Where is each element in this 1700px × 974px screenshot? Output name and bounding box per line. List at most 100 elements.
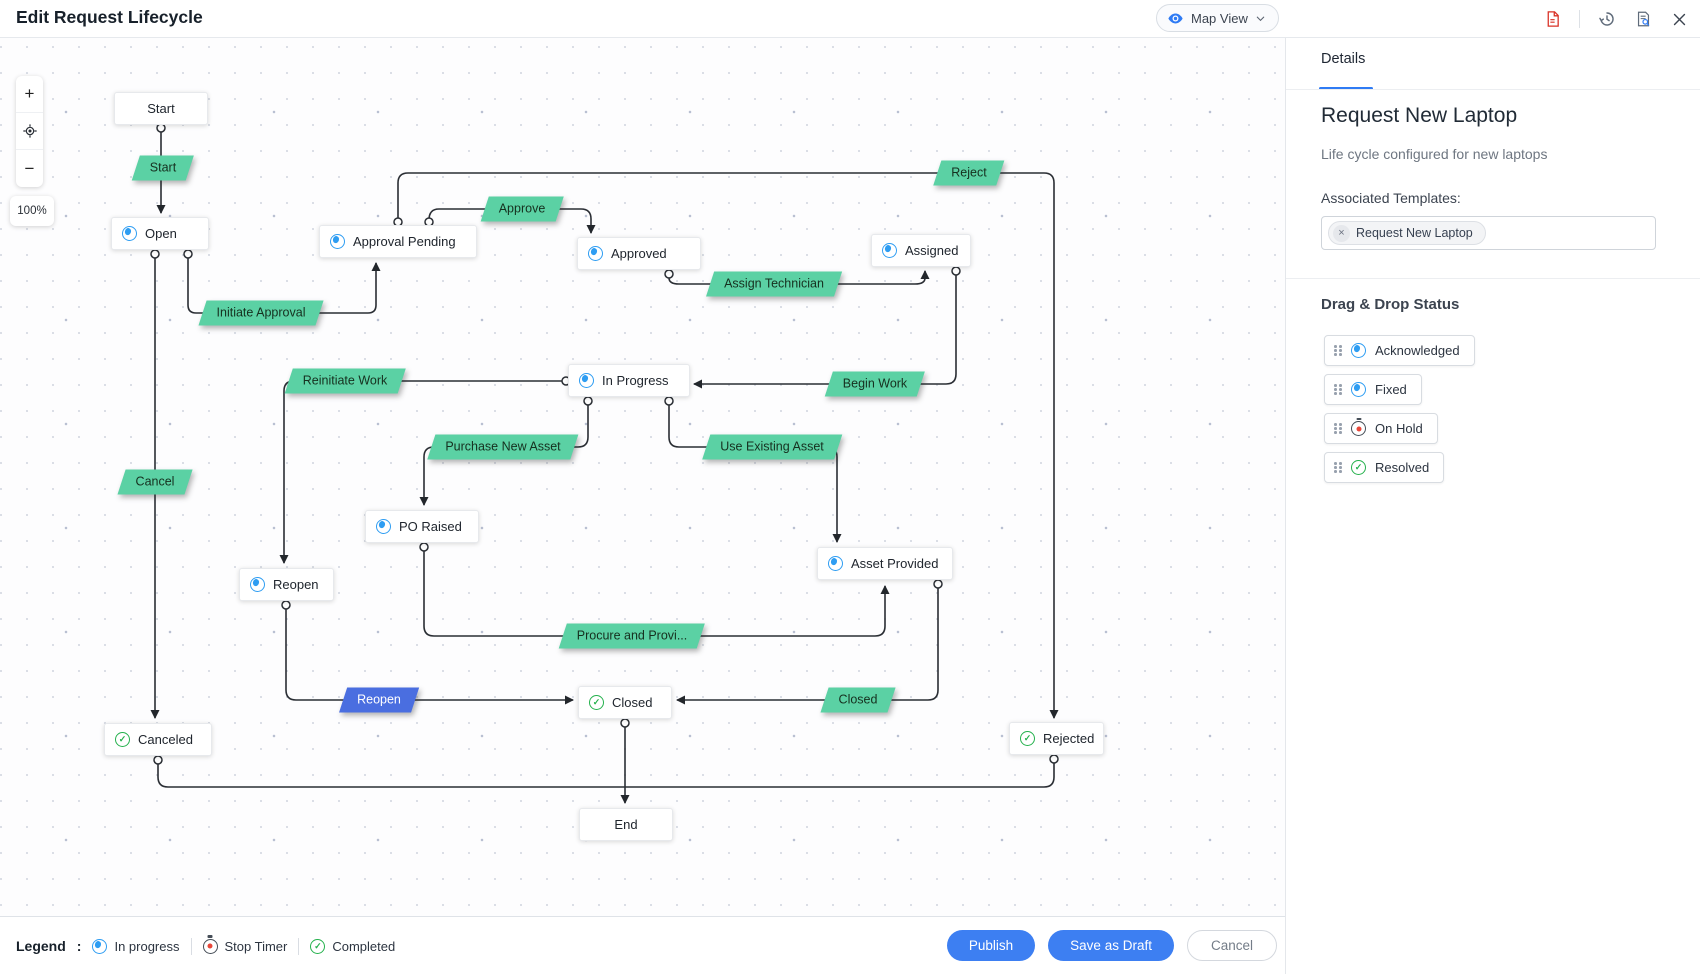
eye-icon [1167,10,1184,27]
node-start[interactable]: Start [114,92,208,125]
node-end[interactable]: End [579,808,673,841]
zoom-level-badge: 100% [10,196,54,226]
legend-separator [190,937,192,955]
legend-separator [298,937,300,955]
node-asset-provided[interactable]: Asset Provided [817,547,953,580]
in-progress-icon [588,246,603,261]
drag-handle-icon[interactable] [1334,345,1342,356]
completed-icon [115,732,130,747]
drag-handle-icon[interactable] [1334,423,1342,434]
completed-icon [1020,731,1035,746]
node-rejected[interactable]: Rejected [1009,722,1104,755]
legend-item-completed: Completed [310,938,395,954]
history-icon[interactable] [1598,10,1616,28]
in-progress-icon [122,226,137,241]
drag-drop-status-list: Acknowledged Fixed On Hold Resolved [1324,335,1475,483]
status-item-acknowledged[interactable]: Acknowledged [1324,335,1475,366]
tab-details[interactable]: Details [1321,51,1366,67]
node-approval-pending[interactable]: Approval Pending [319,225,477,258]
drag-handle-icon[interactable] [1334,384,1342,395]
node-po-raised[interactable]: PO Raised [365,510,479,543]
status-item-label: Resolved [1375,460,1430,475]
in-progress-icon [579,373,594,388]
drag-handle-icon[interactable] [1334,462,1342,473]
in-progress-icon [882,243,897,258]
close-icon[interactable] [1670,10,1688,28]
status-item-label: Acknowledged [1375,343,1460,358]
transition-start[interactable]: Start [131,155,195,181]
status-item-label: On Hold [1375,421,1423,436]
lifecycle-title: Request New Laptop [1321,104,1518,127]
flow-edges [150,123,1059,804]
node-closed[interactable]: Closed [578,686,672,719]
in-progress-icon [1351,343,1366,358]
in-progress-icon [1351,382,1366,397]
crosshair-icon[interactable] [16,113,43,150]
in-progress-icon [330,234,345,249]
transition-reopen[interactable]: Reopen [339,687,419,713]
tab-active-indicator [1319,87,1373,90]
drag-drop-status-title: Drag & Drop Status [1321,296,1460,313]
in-progress-icon [828,556,843,571]
panel-divider [1286,89,1700,90]
transition-approve[interactable]: Approve [480,196,564,222]
transition-reinitiate-work[interactable]: Reinitiate Work [284,368,406,394]
node-in-progress[interactable]: In Progress [568,364,690,397]
pdf-export-icon[interactable] [1543,10,1561,28]
associated-templates-input[interactable]: × Request New Laptop [1321,216,1656,250]
status-item-fixed[interactable]: Fixed [1324,374,1422,405]
stop-timer-icon [1351,421,1366,436]
node-assigned[interactable]: Assigned [871,234,971,267]
transition-cancel[interactable]: Cancel [117,469,193,495]
zoom-toolbar: + − [16,76,43,187]
map-view-selector[interactable]: Map View [1156,4,1279,32]
close-icon[interactable]: × [1333,224,1350,242]
transition-procure-and-provision[interactable]: Procure and Provi... [558,623,706,649]
in-progress-icon [92,938,108,954]
panel-divider [1286,278,1700,279]
header-divider [1579,10,1580,28]
save-as-draft-button[interactable]: Save as Draft [1048,930,1174,961]
transition-closed[interactable]: Closed [820,687,896,713]
template-chip-label: Request New Laptop [1356,226,1473,240]
footer-bar: Legend : In progress Stop Timer Complete… [0,916,1285,974]
in-progress-icon [250,577,265,592]
legend-colon: : [76,938,82,954]
in-progress-icon [376,519,391,534]
footer-buttons: Publish Save as Draft Cancel [946,930,1277,961]
transition-assign-technician[interactable]: Assign Technician [706,271,842,297]
transition-use-existing-asset[interactable]: Use Existing Asset [702,434,842,460]
lifecycle-subtitle: Life cycle configured for new laptops [1321,146,1548,162]
completed-icon [589,695,604,710]
legend-item-stop-timer: Stop Timer [202,938,287,954]
node-approved[interactable]: Approved [577,237,701,270]
completed-icon [1351,460,1366,475]
legend: Legend : In progress Stop Timer Complete… [16,917,395,974]
page-title: Edit Request Lifecycle [16,7,203,27]
chevron-down-icon [1255,13,1266,24]
transition-begin-work[interactable]: Begin Work [824,371,926,397]
lifecycle-canvas[interactable]: + − 100% Start Open Approval Pending App… [0,38,1285,916]
document-search-icon[interactable] [1634,10,1652,28]
template-chip: × Request New Laptop [1328,221,1486,245]
node-open[interactable]: Open [111,217,209,250]
app-header: Edit Request Lifecycle Map View [0,0,1700,38]
publish-button[interactable]: Publish [946,930,1036,961]
node-reopen[interactable]: Reopen [239,568,334,601]
status-item-label: Fixed [1375,382,1407,397]
transition-reject[interactable]: Reject [933,160,1005,186]
cancel-button[interactable]: Cancel [1186,930,1277,961]
status-item-resolved[interactable]: Resolved [1324,452,1445,483]
header-actions [1543,0,1688,38]
map-view-label: Map View [1191,10,1248,26]
transition-initiate-approval[interactable]: Initiate Approval [198,300,324,326]
zoom-out-button[interactable]: − [24,158,35,178]
status-item-on-hold[interactable]: On Hold [1324,413,1438,444]
legend-label: Legend [16,938,66,954]
zoom-in-button[interactable]: + [16,76,43,113]
completed-icon [310,938,326,954]
transition-purchase-new-asset[interactable]: Purchase New Asset [427,434,579,460]
stop-timer-icon [202,938,218,954]
node-canceled[interactable]: Canceled [104,723,212,756]
details-panel: Details Request New Laptop Life cycle co… [1285,38,1700,974]
